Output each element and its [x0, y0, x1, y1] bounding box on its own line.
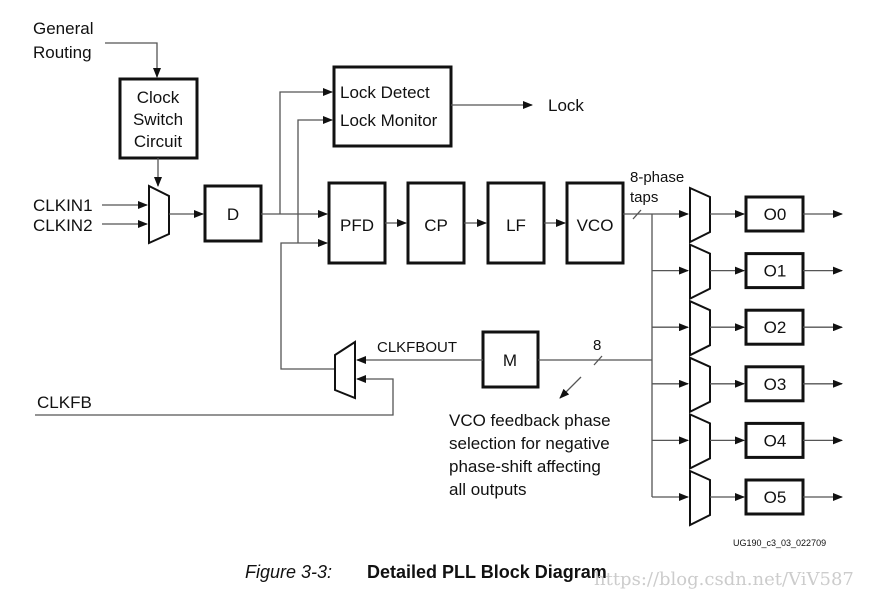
- fb-to-lock-wire: [297, 116, 333, 243]
- general-routing-label: General: [33, 19, 93, 38]
- output-counter-o1: [744, 252, 805, 290]
- bus-slash-8: [593, 355, 603, 366]
- watermark: https://blog.csdn.net/ViV587: [594, 569, 854, 590]
- clkfbout-label: CLKFBOUT: [377, 339, 457, 356]
- lock-label: Lock: [548, 96, 584, 115]
- clock-switch-label-3: Circuit: [134, 132, 182, 151]
- bus-slash: [632, 209, 642, 220]
- taps-label-1: 8-phase: [630, 169, 684, 186]
- output-counter-label: O3: [764, 375, 787, 394]
- cp-label: CP: [424, 216, 448, 235]
- lock-detect-block: [332, 65, 453, 148]
- d-to-lock-wire: [279, 88, 333, 214]
- output-phase-mux: [689, 243, 711, 301]
- output-phase-mux: [689, 469, 711, 527]
- clock-switch-label-2: Switch: [133, 110, 183, 129]
- general-routing-wire: [105, 42, 161, 78]
- clkfb-wire: [35, 375, 394, 416]
- output-phase-mux: [689, 412, 711, 471]
- feedback-to-pfd-wire: [280, 239, 335, 370]
- m-label: M: [503, 351, 517, 370]
- clock-switch-label-1: Clock: [137, 88, 180, 107]
- d-label: D: [227, 205, 239, 224]
- vco-label: VCO: [577, 216, 614, 235]
- caption-title: Detailed PLL Block Diagram: [367, 562, 607, 582]
- lock-monitor-label: Lock Monitor: [340, 111, 438, 130]
- annotation-line-2: selection for negative: [449, 434, 610, 453]
- taps-label-2: taps: [630, 189, 658, 206]
- bus-width-label: 8: [593, 337, 601, 354]
- clkin1-label: CLKIN1: [33, 196, 93, 215]
- clkfb-label: CLKFB: [37, 393, 92, 412]
- annotation-line-3: phase-shift affecting: [449, 457, 601, 476]
- output-counter-label: O2: [764, 318, 787, 337]
- output-counter-o3: [744, 365, 805, 403]
- output-phase-mux: [689, 356, 711, 414]
- feedback-mux: [334, 340, 356, 400]
- general-routing-label-2: Routing: [33, 43, 92, 62]
- annotation-line-4: all outputs: [449, 480, 527, 499]
- lock-detect-label: Lock Detect: [340, 83, 430, 102]
- pfd-label: PFD: [340, 216, 374, 235]
- cp-block: [406, 181, 466, 265]
- output-counter-o4: [744, 421, 805, 459]
- vco-block: [565, 181, 625, 265]
- output-counter-label: O0: [764, 205, 787, 224]
- output-counter-o2: [744, 308, 805, 346]
- output-phase-mux: [689, 299, 711, 357]
- annotation-line-1: VCO feedback phase: [449, 411, 611, 430]
- clkin2-label: CLKIN2: [33, 216, 93, 235]
- output-phase-mux: [689, 186, 711, 244]
- figure-id: UG190_c3_03_022709: [733, 538, 826, 548]
- lf-label: LF: [506, 216, 526, 235]
- d-divider-block: [203, 184, 263, 243]
- caption-number: Figure 3-3:: [245, 562, 332, 582]
- output-counter-label: O5: [764, 488, 787, 507]
- annotation-arrow: [559, 376, 582, 399]
- output-counter-label: O4: [764, 431, 787, 450]
- input-mux: [148, 184, 170, 245]
- output-counter-label: O1: [764, 262, 787, 281]
- output-counter-o0: [744, 195, 805, 233]
